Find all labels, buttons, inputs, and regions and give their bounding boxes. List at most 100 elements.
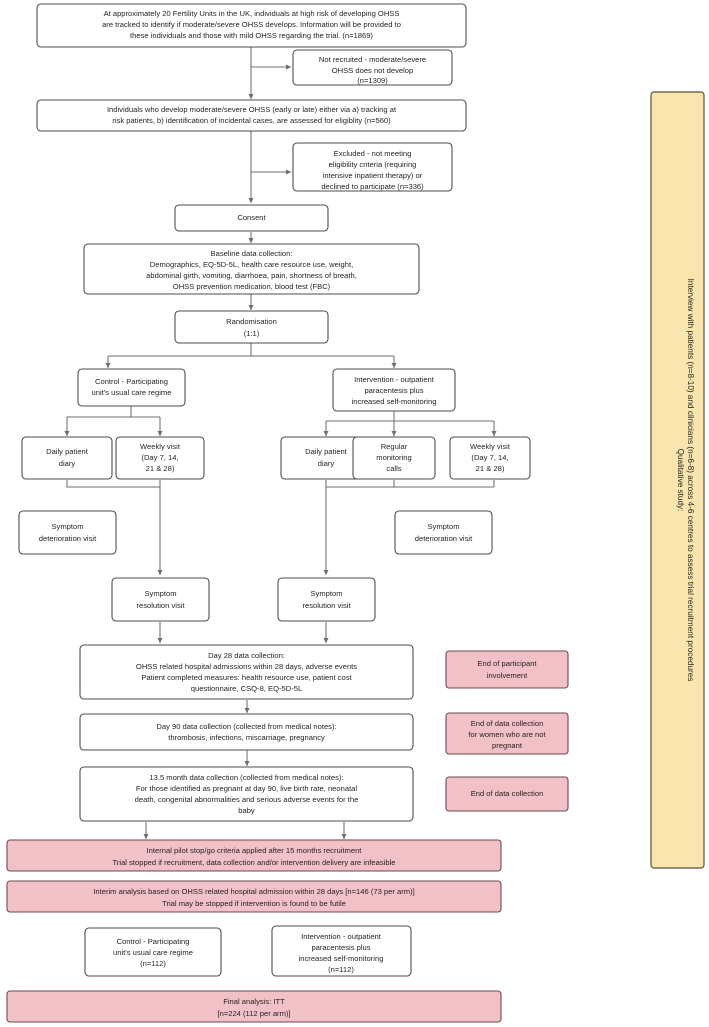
node-qualitative-study: Interview with patients (n=8-10) and cli…	[650, 91, 705, 869]
node-month135-line-0: 13.5 month data collection (collected fr…	[149, 773, 343, 782]
node-final-analysis: Final analysis: ITT [n=224 (112 per arm)…	[6, 990, 502, 1023]
node-excluded: Excluded - not meeting eligibility crite…	[292, 142, 453, 192]
node-interim-analysis: Interim analysis based on OHSS related h…	[6, 880, 502, 913]
node-intervention-resolution-line-1: resolution visit	[302, 601, 351, 610]
node-intervention-diary-line-0: Daily patient	[305, 447, 348, 456]
node-control-weekly-line-1: (Day 7, 14,	[141, 453, 178, 462]
node-screening: At approximately 20 Fertility Units in t…	[36, 3, 467, 48]
node-consent: Consent	[174, 204, 329, 232]
node-excluded-line-1: eligibility criteria (requiring	[329, 160, 417, 169]
node-interim-analysis-line-0: Interim analysis based on OHSS related h…	[93, 887, 414, 896]
node-intervention-weekly-line-1: (Day 7, 14,	[471, 453, 508, 462]
node-month135-line-2: death, congenital abnormalities and seri…	[135, 795, 359, 804]
node-final-control-line-2: (n=112)	[140, 959, 166, 968]
node-final-analysis-line-1: [n=224 (112 per arm)]	[217, 1009, 290, 1018]
node-final-control-line-1: unit's usual care regime	[113, 948, 193, 957]
node-baseline-line-1: Demographics, EQ-5D-5L, health care reso…	[150, 260, 353, 269]
node-intervention-calls-line-0: Regular	[381, 442, 408, 451]
node-day28-line-1: OHSS related hospital admissions within …	[136, 662, 357, 671]
node-day90-line-1: thrombosis, infections, miscarriage, pre…	[168, 733, 325, 742]
node-final-analysis-line-0: Final analysis: ITT	[223, 997, 285, 1006]
node-randomisation-line-0: Randomisation	[226, 317, 277, 326]
node-consent-line-0: Consent	[237, 213, 266, 222]
node-intervention-arm: Intervention - outpatient paracentesis p…	[332, 368, 456, 412]
node-control-deterioration: Symptom deterioration visit	[18, 510, 117, 555]
node-not-recruited-line-1: OHSS does not develop	[332, 66, 413, 75]
node-control-diary-line-0: Daily patient	[46, 447, 89, 456]
node-control-weekly-line-2: 21 & 28)	[146, 464, 175, 473]
node-internal-pilot: Internal pilot stop/go criteria applied …	[6, 839, 502, 872]
node-excluded-line-3: declined to participate (n=336)	[321, 182, 424, 191]
node-intervention-deterioration-line-1: deterioration visit	[415, 534, 473, 543]
node-control-resolution: Symptom resolution visit	[111, 577, 210, 622]
node-intervention-weekly-line-2: 21 & 28)	[476, 464, 505, 473]
node-intervention-diary-line-1: diary	[318, 459, 335, 468]
node-final-control: Control - Participating unit's usual car…	[84, 927, 222, 977]
node-month135-line-3: baby	[238, 806, 255, 815]
node-internal-pilot-line-0: Internal pilot stop/go criteria applied …	[147, 846, 363, 855]
node-baseline-line-3: OHSS prevention medication, blood test (…	[173, 282, 331, 291]
connectors	[64, 46, 497, 840]
node-baseline-line-0: Baseline data collection:	[211, 249, 293, 258]
node-control-resolution-line-1: resolution visit	[136, 601, 185, 610]
node-end-data-not-pregnant: End of data collection for women who are…	[445, 712, 569, 755]
node-day90-line-0: Day 90 data collection (collected from m…	[156, 722, 336, 731]
node-end-data-not-pregnant-line-0: End of data collection	[471, 719, 544, 728]
node-excluded-line-0: Excluded - not meeting	[334, 149, 412, 158]
node-day28-line-2: Patient completed measures: health resou…	[141, 673, 352, 682]
node-control-deterioration-line-0: Symptom	[51, 522, 83, 531]
node-end-data-not-pregnant-line-2: pregnant	[492, 741, 523, 750]
node-intervention-arm-line-1: paracentesis plus	[364, 386, 423, 395]
qualitative-study-body: Interview with patients (n=8-10) and cli…	[686, 279, 695, 682]
node-day28-line-0: Day 28 data collection:	[208, 651, 285, 660]
node-end-data-not-pregnant-line-1: for women who are not	[468, 730, 546, 739]
node-intervention-calls-line-2: calls	[386, 464, 401, 473]
node-baseline-line-2: abdominal girth, vomiting, diarrhoea, pa…	[146, 271, 357, 280]
node-final-control-line-0: Control - Participating	[116, 937, 189, 946]
node-internal-pilot-line-1: Trial stopped if recruitment, data colle…	[113, 858, 396, 867]
node-control-diary: Daily patient diary	[21, 436, 113, 480]
node-excluded-line-2: intensive inpatient therapy) or	[323, 171, 423, 180]
node-final-intervention-line-0: Intervention - outpatient	[301, 932, 382, 941]
node-eligibility: Individuals who develop moderate/severe …	[36, 99, 467, 132]
node-end-data-collection: End of data collection	[445, 776, 569, 812]
node-final-intervention-line-1: paracentesis plus	[311, 943, 370, 952]
node-intervention-calls-line-1: monitoring	[376, 453, 411, 462]
node-end-participant-involvement: End of participant involvement	[445, 650, 569, 689]
node-intervention-resolution-line-0: Symptom	[310, 589, 342, 598]
node-control-arm: Control - Participating unit's usual car…	[77, 368, 186, 407]
qualitative-study-label: Qualitative study:	[676, 449, 685, 512]
node-eligibility-line-1: risk patients, b) identification of inci…	[112, 116, 391, 125]
node-control-arm-line-1: unit's usual care regime	[92, 388, 172, 397]
node-day28-line-3: questionnaire, CSQ-8, EQ-5D-5L	[191, 684, 302, 693]
node-screening-line-2: these individuals and those with mild OH…	[130, 31, 373, 40]
node-interim-analysis-line-1: Trial may be stopped if intervention is …	[162, 899, 346, 908]
node-randomisation-line-1: (1:1)	[244, 329, 260, 338]
node-day90: Day 90 data collection (collected from m…	[79, 713, 414, 751]
node-day28: Day 28 data collection: OHSS related hos…	[79, 644, 414, 700]
node-month135: 13.5 month data collection (collected fr…	[79, 766, 414, 822]
node-screening-line-1: are tracked to identify if moderate/seve…	[102, 20, 401, 29]
node-end-participant-line-0: End of participant	[477, 659, 537, 668]
node-final-intervention-line-2: increased self-monitoring	[299, 954, 384, 963]
node-intervention-deterioration: Symptom deterioration visit	[394, 510, 493, 555]
node-month135-line-1: For those identified as pregnant at day …	[136, 784, 358, 793]
node-end-participant-line-1: involvement	[487, 671, 528, 680]
node-final-intervention: Intervention - outpatient paracentesis p…	[271, 925, 412, 977]
node-not-recruited-line-0: Not recruited - moderate/severe	[319, 55, 426, 64]
node-final-intervention-line-3: (n=112)	[328, 965, 354, 974]
node-randomisation: Randomisation (1:1)	[174, 310, 329, 344]
node-control-diary-line-1: diary	[59, 459, 76, 468]
node-not-recruited-line-2: (n=1309)	[357, 76, 388, 85]
node-intervention-deterioration-line-0: Symptom	[427, 522, 459, 531]
node-end-data-collection-line-0: End of data collection	[471, 789, 544, 798]
node-control-weekly-line-0: Weekly visit	[140, 442, 181, 451]
node-screening-line-0: At approximately 20 Fertility Units in t…	[104, 9, 400, 18]
node-intervention-weekly-visit: Weekly visit (Day 7, 14, 21 & 28)	[449, 436, 531, 480]
node-baseline: Baseline data collection: Demographics, …	[83, 243, 420, 295]
node-control-weekly-visit: Weekly visit (Day 7, 14, 21 & 28)	[115, 436, 205, 480]
node-intervention-resolution: Symptom resolution visit	[277, 577, 376, 622]
node-intervention-arm-line-0: Intervention - outpatient	[354, 375, 435, 384]
node-not-recruited: Not recruited - moderate/severe OHSS doe…	[292, 49, 453, 86]
